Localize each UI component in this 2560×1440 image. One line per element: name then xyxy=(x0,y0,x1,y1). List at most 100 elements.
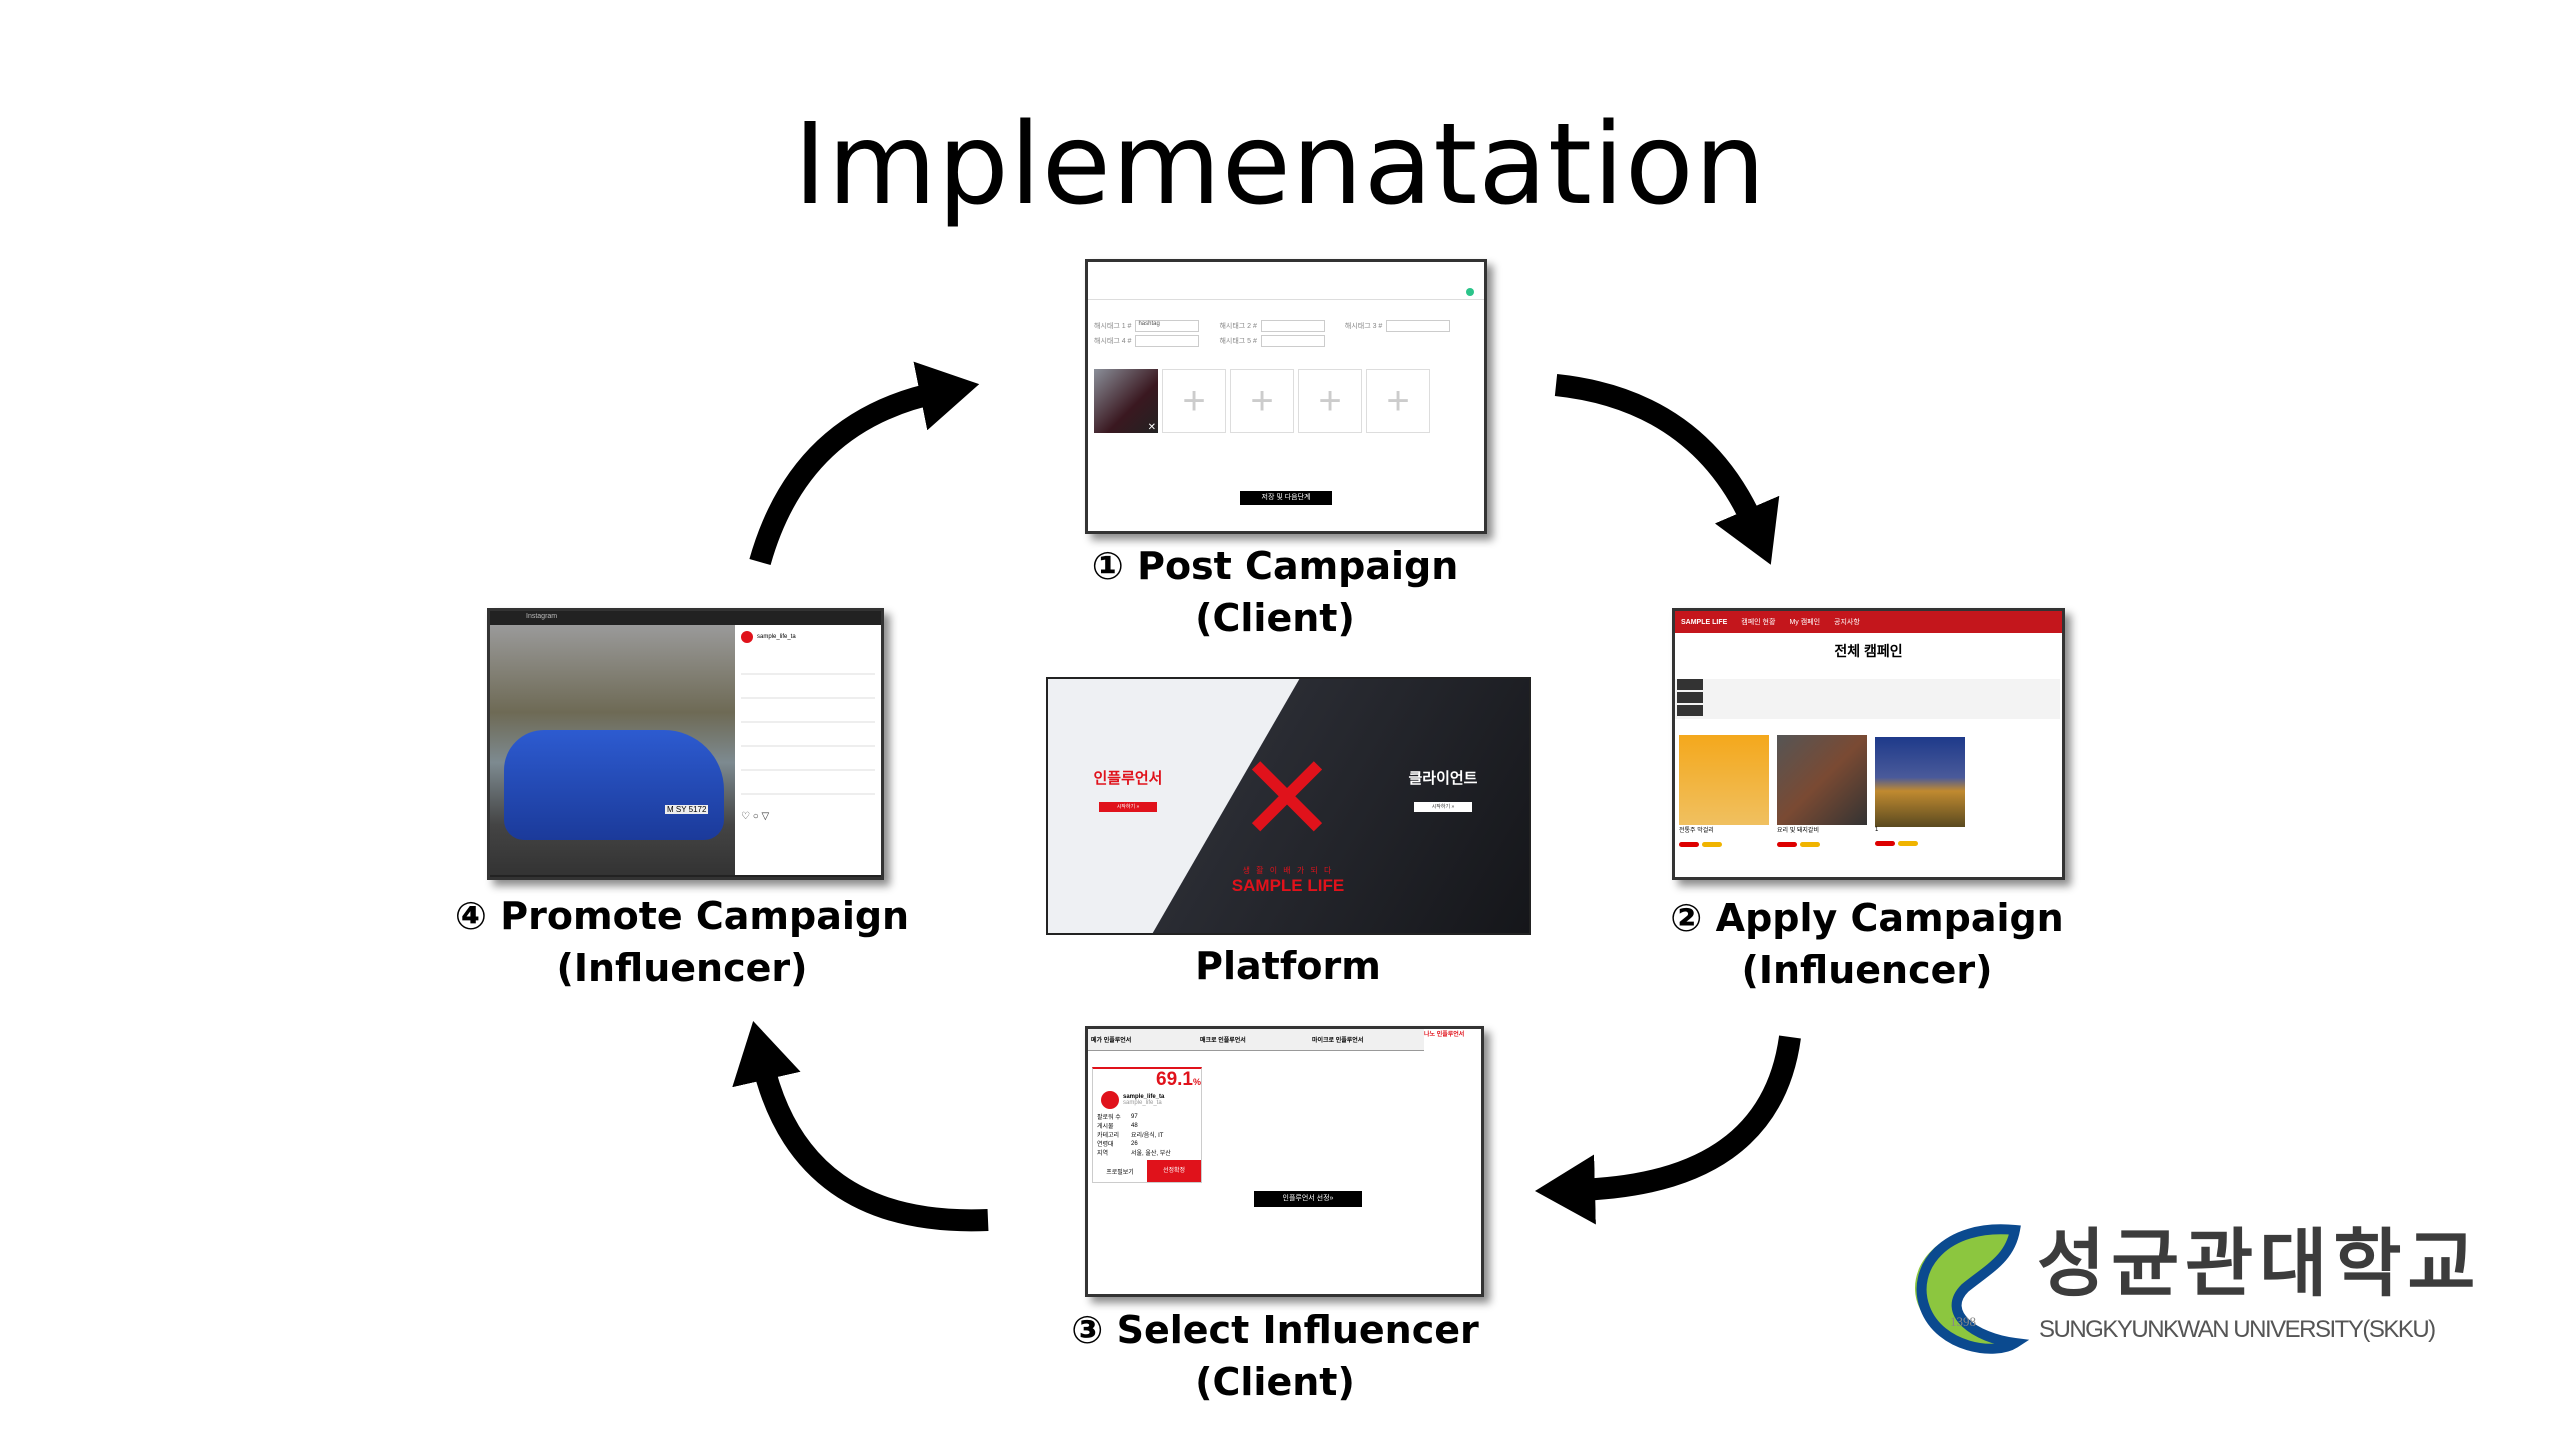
client-start-button[interactable]: 시작하기 » xyxy=(1414,802,1472,812)
card-title: 전통주 막걸리 xyxy=(1679,828,1714,834)
status-dot-icon xyxy=(1466,288,1474,296)
stat-label: 카테고리 xyxy=(1097,1133,1120,1139)
campaign-card[interactable]: 전통주 막걸리 xyxy=(1679,735,1769,852)
stat-label: 지역 xyxy=(1097,1151,1109,1157)
tab-micro[interactable]: 마이크로 인플루언서 xyxy=(1312,1038,1364,1044)
step-title: ① Post Campaign xyxy=(1091,544,1459,588)
action-icons[interactable]: ♡ ○ ▽ xyxy=(741,811,770,822)
svg-text:1398: 1398 xyxy=(1950,1314,1976,1329)
add-image-button[interactable]: + xyxy=(1298,369,1362,433)
save-next-button[interactable]: 저장 및 다음단계 xyxy=(1240,491,1332,505)
card-title: 1 xyxy=(1875,826,1879,833)
platform-screenshot: 인플루언서 시작하기 » ✕ 생 활 이 배 가 되 다 SAMPLE LIFE… xyxy=(1046,677,1531,935)
x-logo-icon: ✕ xyxy=(1236,732,1338,866)
match-score: 69.1 xyxy=(1156,1069,1193,1090)
stat-value: 97 xyxy=(1131,1113,1138,1120)
filter-table xyxy=(1675,679,2060,719)
step-label-promote: ④ Promote Campaign (Influencer) xyxy=(402,890,962,994)
step-title: ② Apply Campaign xyxy=(1670,896,2064,940)
campaign-card[interactable]: 1 xyxy=(1875,736,1965,851)
hashtag-label: 해시태그 2 # xyxy=(1219,323,1257,330)
promote-campaign-screenshot: Instagram M SY 5172 sample_life_ta ♡ ○ ▽ xyxy=(487,608,884,880)
card-title: 요리 및 돼지갈비 xyxy=(1777,828,1819,834)
stat-row: 팔로워 수 97 xyxy=(1097,1112,1197,1122)
nav-my-campaign[interactable]: My 캠페인 xyxy=(1789,619,1821,626)
stat-value: 26 xyxy=(1131,1140,1138,1147)
skku-logo: 1398 성균관대학교 SUNGKYUNKWAN UNIVERSITY(SKKU… xyxy=(1905,1218,2515,1358)
step-label-apply: ② Apply Campaign (Influencer) xyxy=(1587,892,2147,996)
account-name[interactable]: sample_life_ta xyxy=(757,634,796,640)
step-role: (Influencer) xyxy=(556,946,808,990)
step-label-select: ③ Select Influencer (Client) xyxy=(995,1304,1555,1408)
post-image: M SY 5172 xyxy=(490,625,735,875)
confirm-selection-button[interactable]: 선정확정 xyxy=(1147,1160,1201,1182)
nav-notice[interactable]: 공지사항 xyxy=(1834,619,1860,626)
hashtag-label: 해시태그 1 # xyxy=(1094,323,1132,330)
step-role: (Client) xyxy=(1195,596,1355,640)
brand-logo: SAMPLE LIFE xyxy=(1681,618,1728,626)
nav-campaign-status[interactable]: 캠페인 현황 xyxy=(1741,619,1776,626)
stat-label: 팔로워 수 xyxy=(1097,1115,1121,1121)
slogan: 생 활 이 배 가 되 다 xyxy=(1242,866,1334,875)
arrow-promote-to-post xyxy=(749,361,980,565)
select-influencer-button[interactable]: 인플루언서 선정» xyxy=(1254,1191,1362,1207)
tab-mega[interactable]: 메가 인플루언서 xyxy=(1091,1038,1132,1044)
tab-nano[interactable]: 나노 인플루언서 xyxy=(1424,1029,1481,1051)
stat-row: 카테고리 요리/음식, IT xyxy=(1097,1130,1197,1139)
add-image-button[interactable]: + xyxy=(1366,369,1430,433)
arrow-select-to-promote xyxy=(732,1020,989,1232)
uploaded-car-image: ✕ xyxy=(1094,369,1158,433)
page-heading: 전체 캠페인 xyxy=(1834,643,1903,659)
stat-label: 연령대 xyxy=(1097,1142,1114,1148)
logo-english-text: SUNGKYUNKWAN UNIVERSITY(SKKU) xyxy=(2039,1316,2436,1343)
hashtag-input-3[interactable] xyxy=(1386,320,1451,332)
hashtag-label: 해시태그 3 # xyxy=(1344,323,1383,330)
stat-row: 게시물 48 xyxy=(1097,1121,1197,1131)
step-role: (Client) xyxy=(1195,1360,1355,1404)
ginkgo-leaf-icon: 1398 xyxy=(1915,1224,2030,1354)
car-shape xyxy=(504,730,724,840)
apply-campaign-screenshot: SAMPLE LIFE 캠페인 현황 My 캠페인 공지사항 전체 캠페인 전통… xyxy=(1672,608,2065,880)
step-title: ③ Select Influencer xyxy=(1071,1308,1479,1352)
hashtag-input-2[interactable] xyxy=(1260,320,1325,332)
remove-icon[interactable]: ✕ xyxy=(1147,422,1156,433)
step-role: (Influencer) xyxy=(1741,948,1993,992)
score-unit: % xyxy=(1192,1077,1201,1087)
stat-row: 연령대 26 xyxy=(1097,1139,1197,1149)
add-image-button[interactable]: + xyxy=(1162,369,1226,433)
comment-panel: sample_life_ta ♡ ○ ▽ xyxy=(735,625,881,875)
brand-name: SAMPLE LIFE xyxy=(1231,876,1345,895)
step-label-post: ① Post Campaign (Client) xyxy=(995,540,1555,644)
logo-korean-text: 성균관대학교 xyxy=(2037,1221,2482,1307)
tab-macro[interactable]: 매크로 인플루언서 xyxy=(1200,1038,1246,1044)
hashtag-label: 해시태그 4 # xyxy=(1094,338,1132,345)
post-campaign-screenshot: 해시태그 1 # hashtag 해시태그 2 # 해시태그 3 # 해시태그 … xyxy=(1085,259,1487,534)
license-plate: M SY 5172 xyxy=(665,805,709,814)
stat-value: 서울, 울산, 부산 xyxy=(1131,1151,1171,1157)
influencer-start-button[interactable]: 시작하기 » xyxy=(1099,802,1157,812)
hashtag-input-1[interactable]: hashtag xyxy=(1135,320,1200,332)
stat-value: 48 xyxy=(1131,1122,1138,1129)
client-heading: 클라이언트 xyxy=(1408,770,1478,787)
hashtag-input-4[interactable] xyxy=(1135,335,1200,347)
arrow-post-to-apply xyxy=(1554,374,1780,565)
username: sample_life_ta xyxy=(1123,1094,1165,1100)
slide-title: Implemenatation xyxy=(793,100,1767,230)
platform-label: Platform xyxy=(1195,944,1381,988)
avatar xyxy=(1101,1091,1119,1109)
campaign-card[interactable]: 요리 및 돼지갈비 xyxy=(1777,735,1867,852)
avatar xyxy=(741,631,753,643)
app-name: Instagram xyxy=(526,613,558,620)
stat-value: 요리/음식, IT xyxy=(1131,1133,1164,1139)
hashtag-label: 해시태그 5 # xyxy=(1219,338,1257,345)
hashtag-input-5[interactable] xyxy=(1260,335,1325,347)
view-profile-button[interactable]: 프로필보기 xyxy=(1106,1169,1134,1176)
add-image-button[interactable]: + xyxy=(1230,369,1294,433)
handle: sample_life_ta xyxy=(1123,1100,1162,1106)
influencer-heading: 인플루언서 xyxy=(1093,770,1163,787)
select-influencer-screenshot: 메가 인플루언서 매크로 인플루언서 마이크로 인플루언서 나노 인플루언서 6… xyxy=(1085,1026,1484,1297)
stat-row: 지역 서울, 울산, 부산 xyxy=(1097,1148,1197,1157)
stat-label: 게시물 xyxy=(1097,1124,1114,1130)
